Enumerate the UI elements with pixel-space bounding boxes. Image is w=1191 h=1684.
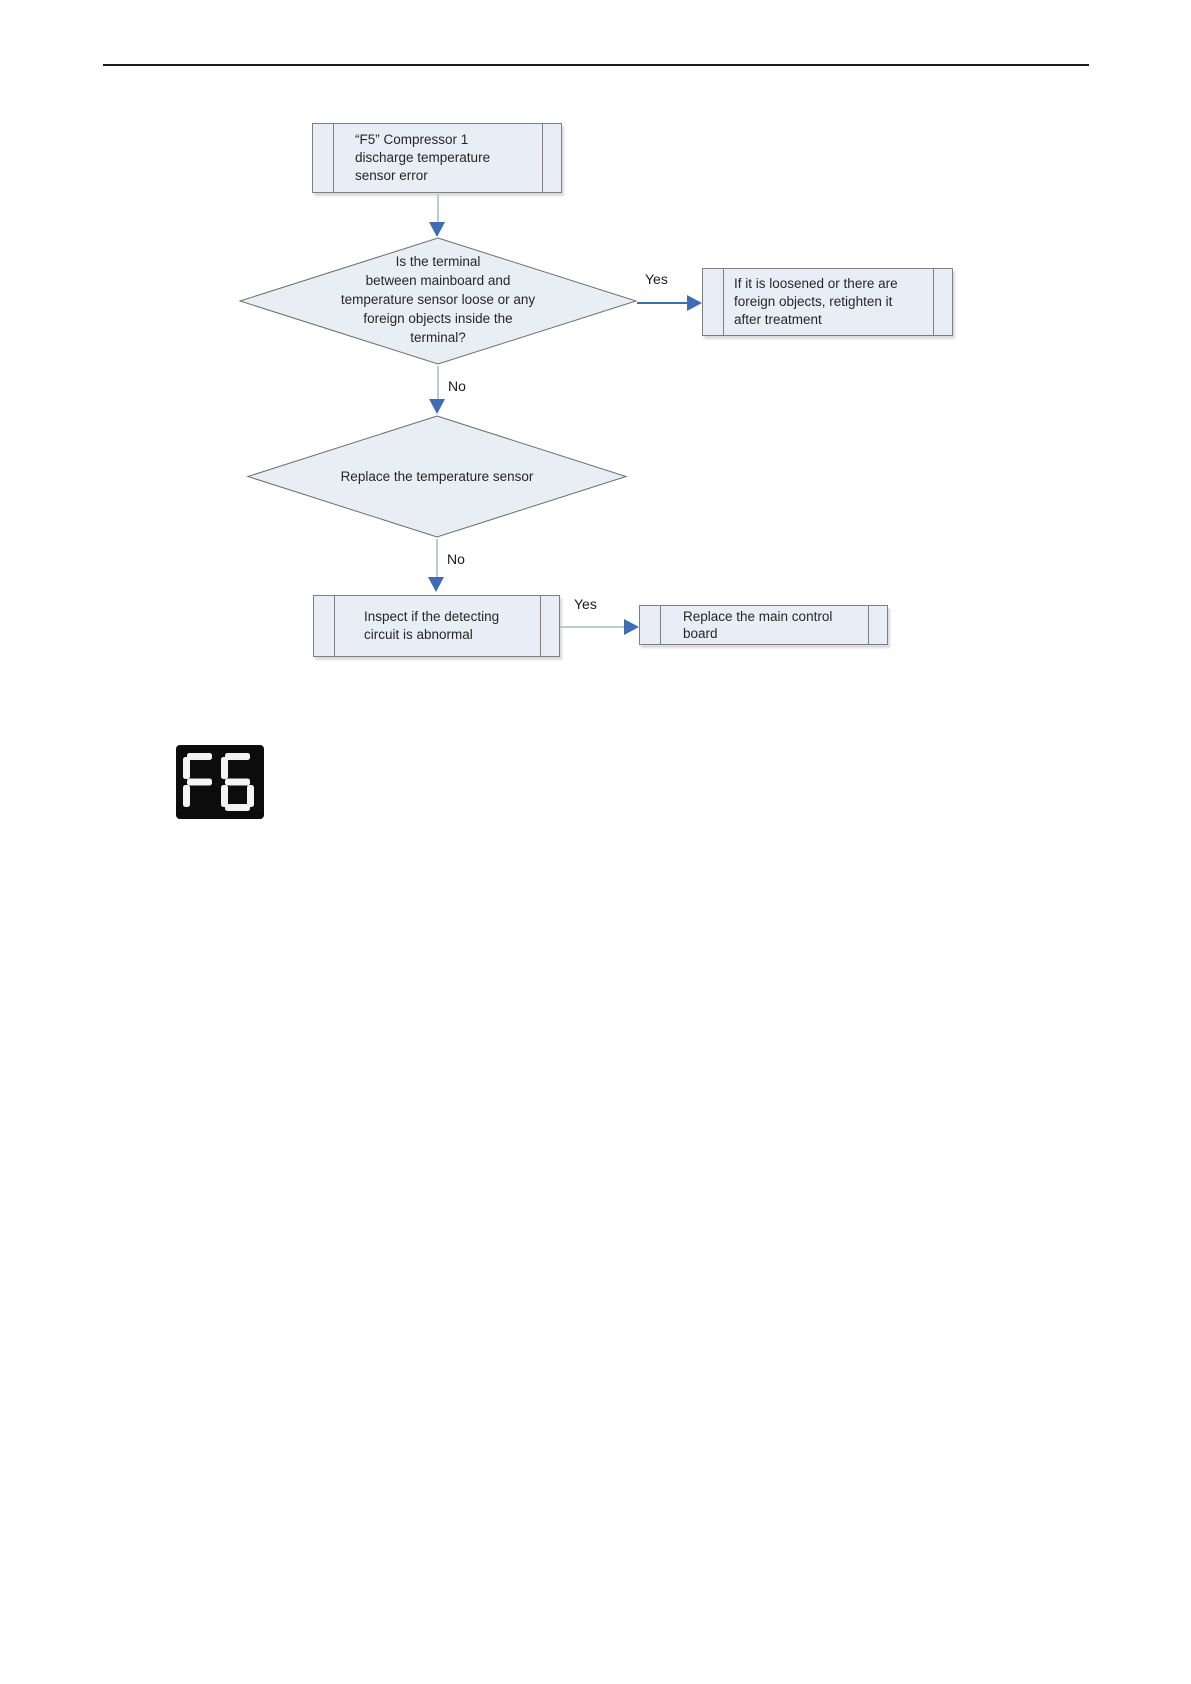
no2-label: No (447, 551, 465, 567)
arrow-down-icon (429, 222, 445, 237)
arrow-down-icon (429, 399, 445, 414)
connector-line-start-to-decision1 (437, 194, 439, 224)
check-box-text: Inspect if the detecting circuit is abno… (364, 609, 500, 642)
seven-segment-digit (183, 753, 212, 807)
action-yes2-text: Replace the main control board (683, 609, 833, 641)
no1-label: No (448, 378, 466, 394)
seven-segment-display (176, 745, 264, 819)
decision2-diamond (246, 415, 628, 538)
seven-segment-digit (221, 753, 254, 811)
connector-line-yes1 (637, 302, 689, 304)
decision1-diamond (238, 237, 638, 365)
start-box-text: “F5” Compressor 1 discharge temperature … (355, 132, 491, 183)
decision2-text: Replace the temperature sensor (340, 469, 534, 484)
arrow-right-icon (687, 295, 702, 311)
arrow-right-icon (624, 619, 639, 635)
flowchart-check-box: Inspect if the detecting circuit is abno… (313, 595, 560, 657)
connector-line-no2 (436, 539, 438, 578)
flowchart-start-box: “F5” Compressor 1 discharge temperature … (312, 123, 562, 193)
action-yes1-text: If it is loosened or there are foreign o… (734, 276, 898, 327)
page-header-rule (103, 64, 1089, 66)
connector-line-yes2 (560, 626, 624, 628)
yes2-label: Yes (574, 596, 597, 612)
decision1-text: Is the terminal between mainboard and te… (340, 253, 536, 345)
flowchart-action-yes2-box: Replace the main control board (639, 605, 888, 645)
flowchart-action-yes1-box: If it is loosened or there are foreign o… (702, 268, 953, 336)
arrow-down-icon (428, 577, 444, 592)
yes1-label: Yes (645, 271, 668, 287)
connector-line-no1 (437, 366, 439, 401)
